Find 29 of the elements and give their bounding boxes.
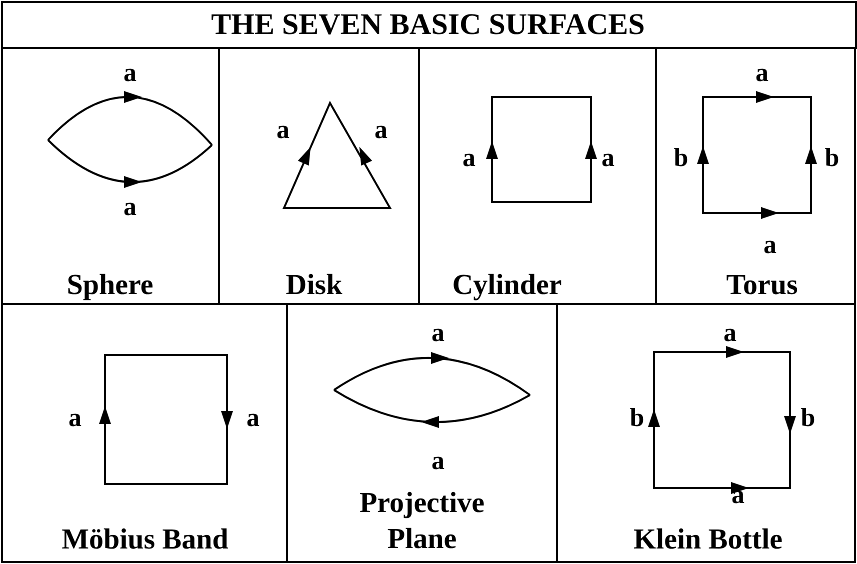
edge-letter: a: [602, 145, 614, 171]
edge-letter: b: [674, 145, 688, 171]
edge-letter: a: [374, 117, 388, 143]
edge-letter: b: [824, 145, 840, 171]
surface-name: Klein Bottle: [634, 526, 782, 554]
edge-letter: a: [276, 117, 290, 143]
edge-letter: a: [246, 405, 260, 431]
edge-letter: b: [630, 405, 644, 431]
surface-name: Disk: [284, 268, 344, 303]
edge-letter: a: [724, 320, 736, 346]
edge-letter: a: [764, 232, 776, 258]
table-cell: [556, 303, 856, 563]
surface-name: Torus: [725, 268, 799, 303]
surface-name: Cylinder: [451, 268, 563, 303]
edge-letter: a: [756, 60, 768, 86]
surface-name: Projective Plane: [358, 486, 486, 557]
table-cell: [1, 47, 220, 305]
edge-letter: a: [462, 145, 476, 171]
surface-name: Möbius Band: [62, 526, 228, 554]
edge-letter: a: [68, 405, 82, 431]
table-cell: [655, 47, 856, 305]
edge-letter: a: [124, 194, 136, 220]
edge-letter: a: [124, 60, 136, 86]
surface-name: Sphere: [66, 268, 154, 303]
edge-letter: b: [800, 405, 816, 431]
edge-letter: a: [432, 320, 444, 346]
table-title: THE SEVEN BASIC SURFACES: [211, 10, 645, 40]
edge-letter: a: [432, 448, 444, 474]
table-cell: [1, 303, 288, 563]
